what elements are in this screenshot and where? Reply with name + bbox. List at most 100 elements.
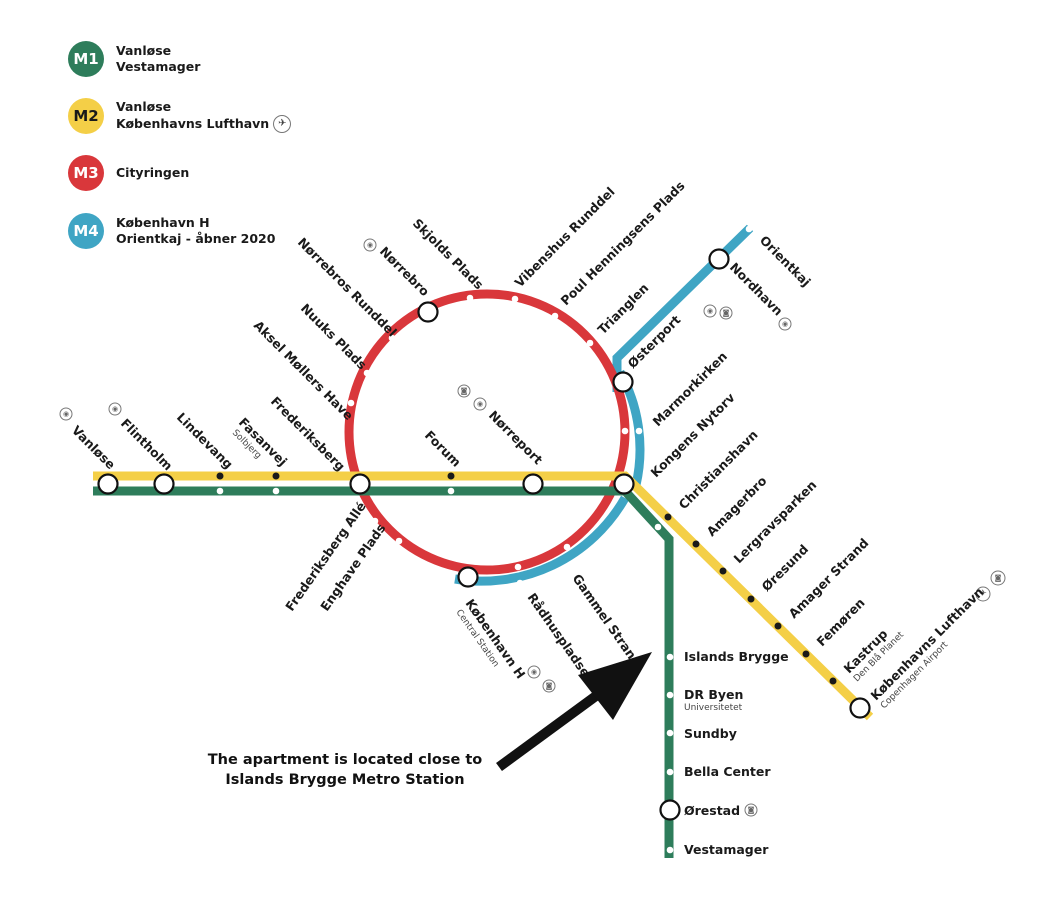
stop-amager-strand[interactable] [774, 622, 782, 630]
stop-enghave-plads[interactable] [395, 537, 403, 545]
m3-badge: M3 [68, 155, 104, 191]
interchange-osterport[interactable] [612, 371, 634, 393]
m4-arc-south [454, 495, 629, 586]
interchange-vanlose[interactable] [97, 473, 119, 495]
stop-lergravsparken[interactable] [719, 567, 727, 575]
annotation-arrow-shaft [496, 688, 603, 772]
label-islands-brygge: Islands Brygge [684, 649, 789, 664]
label-orestad: Ørestad [684, 803, 740, 818]
stop-vibenshus-runddel[interactable] [511, 295, 519, 303]
label-dr-byen: DR Byen [684, 687, 743, 702]
train-icon-vanlose [59, 407, 73, 421]
label-vanlose: Vanløse [69, 423, 119, 473]
svg-text:✈: ✈ [979, 589, 987, 599]
label-enghave-plads: Enghave Plads [317, 521, 388, 614]
label-norreport: Nørreport [486, 408, 546, 468]
train-icon-norreport [473, 397, 487, 411]
svg-text:◙: ◙ [723, 309, 730, 317]
stop-femoren[interactable] [802, 650, 810, 658]
stop-fasanvej-m2[interactable] [272, 472, 280, 480]
stop-fasanvej-m1[interactable] [272, 487, 280, 495]
stop-kastrup[interactable] [829, 677, 837, 685]
train-icon-norrebro [363, 238, 377, 252]
stop-norrebros-runddel[interactable] [388, 334, 396, 342]
legend-m1-line-2: Vestamager [116, 59, 201, 74]
stop-gammel-strand-m4[interactable] [575, 561, 583, 569]
legend-m2-line-2: Københavns Lufthavn [116, 116, 270, 131]
bus-icon-norreport [457, 384, 471, 398]
interchange-norreport[interactable] [522, 473, 544, 495]
stop-trianglen[interactable] [586, 339, 594, 347]
svg-text:◉: ◉ [707, 307, 713, 315]
stop-islands-brygge[interactable] [666, 653, 674, 661]
label-dr-byen-sub: Universitetet [684, 703, 743, 713]
stop-sundby[interactable] [666, 729, 674, 737]
svg-text:◉: ◉ [782, 320, 788, 328]
interchange-flintholm[interactable] [153, 473, 175, 495]
train-icon-lufthavn [990, 570, 1006, 586]
interchange-frederiksberg[interactable] [349, 473, 371, 495]
legend-m4-line-1: København H [116, 215, 210, 230]
annotation-line-2: Islands Brygge Metro Station [225, 772, 464, 788]
svg-text:◙: ◙ [995, 574, 1002, 582]
legend-row-m3: M3 Cityringen [68, 155, 189, 191]
stop-forum-m1[interactable] [447, 487, 455, 495]
svg-text:◉: ◉ [112, 405, 118, 413]
label-poul-henningsens-plads: Poul Henningsens Plads [558, 178, 688, 308]
train-icon-orestad [744, 803, 758, 817]
label-norrebro: Nørrebro [377, 244, 433, 300]
m1-badge: M1 [68, 41, 104, 77]
train-icon-osterport [703, 304, 717, 318]
legend-m1-line-1: Vanløse [116, 43, 172, 58]
stop-christianshavn-m1[interactable] [654, 523, 662, 531]
stop-frederiksberg-alle[interactable] [371, 517, 379, 525]
interchange-orestad[interactable] [659, 799, 681, 821]
m2-line [93, 471, 874, 721]
label-lindevang: Lindevang [174, 410, 236, 472]
ferry-icon-osterport [719, 306, 733, 320]
stop-oresund[interactable] [747, 595, 755, 603]
stop-radhuspladsen-m4[interactable] [516, 579, 524, 587]
m2-badge: M2 [68, 98, 104, 134]
label-bella-center: Bella Center [684, 764, 771, 779]
label-femoren: Femøren [814, 595, 868, 649]
stop-skjolds-plads[interactable] [466, 294, 474, 302]
stop-vestamager[interactable] [666, 846, 674, 854]
stop-nuuks-plads[interactable] [363, 369, 371, 377]
airplane-icon-lufthavn [975, 586, 991, 602]
stop-lindevang-m1[interactable] [216, 487, 224, 495]
train-icon-nordhavn [778, 317, 792, 331]
label-nordhavn: Nordhavn [727, 260, 786, 319]
stop-poul-henningsens-plads[interactable] [551, 312, 559, 320]
svg-text:◙: ◙ [546, 682, 553, 690]
stop-marmorkirken[interactable] [621, 427, 629, 435]
stop-orientkaj[interactable] [745, 225, 753, 233]
label-vestamager: Vestamager [684, 842, 769, 857]
svg-text:◙: ◙ [748, 806, 755, 814]
stop-marmorkirken-m4[interactable] [635, 427, 643, 435]
interchange-norrebro[interactable] [417, 301, 439, 323]
interchange-kongens-nytorv[interactable] [613, 473, 635, 495]
annotation-arrow-head [578, 652, 652, 720]
label-orientkaj: Orientkaj [757, 233, 814, 290]
airplane-icon: ✈ [273, 115, 292, 133]
label-nuuks-plads: Nuuks Plads [298, 301, 370, 373]
legend-row-m2: M2 Vanløse Københavns Lufthavn✈ [68, 98, 292, 134]
stop-forum-m2[interactable] [447, 472, 455, 480]
svg-text:◉: ◉ [477, 400, 483, 408]
interchange-nordhavn[interactable] [708, 248, 730, 270]
stop-aksel-mollers-have[interactable] [347, 399, 355, 407]
stop-gammel-strand[interactable] [563, 543, 571, 551]
label-flintholm: Flintholm [118, 416, 176, 474]
stop-dr-byen[interactable] [666, 691, 674, 699]
stop-bella-center[interactable] [666, 768, 674, 776]
stop-radhuspladsen[interactable] [514, 563, 522, 571]
interchange-lufthavn[interactable] [849, 697, 871, 719]
label-forum: Forum [422, 428, 464, 470]
stop-christianshavn-m2[interactable] [664, 513, 672, 521]
train-icon-kobenhavn-h [527, 665, 541, 679]
legend-row-m1: M1 Vanløse Vestamager [68, 41, 200, 77]
stop-amagerbro[interactable] [692, 540, 700, 548]
stop-lindevang-m2[interactable] [216, 472, 224, 480]
interchange-kobenhavn-h[interactable] [457, 566, 479, 588]
